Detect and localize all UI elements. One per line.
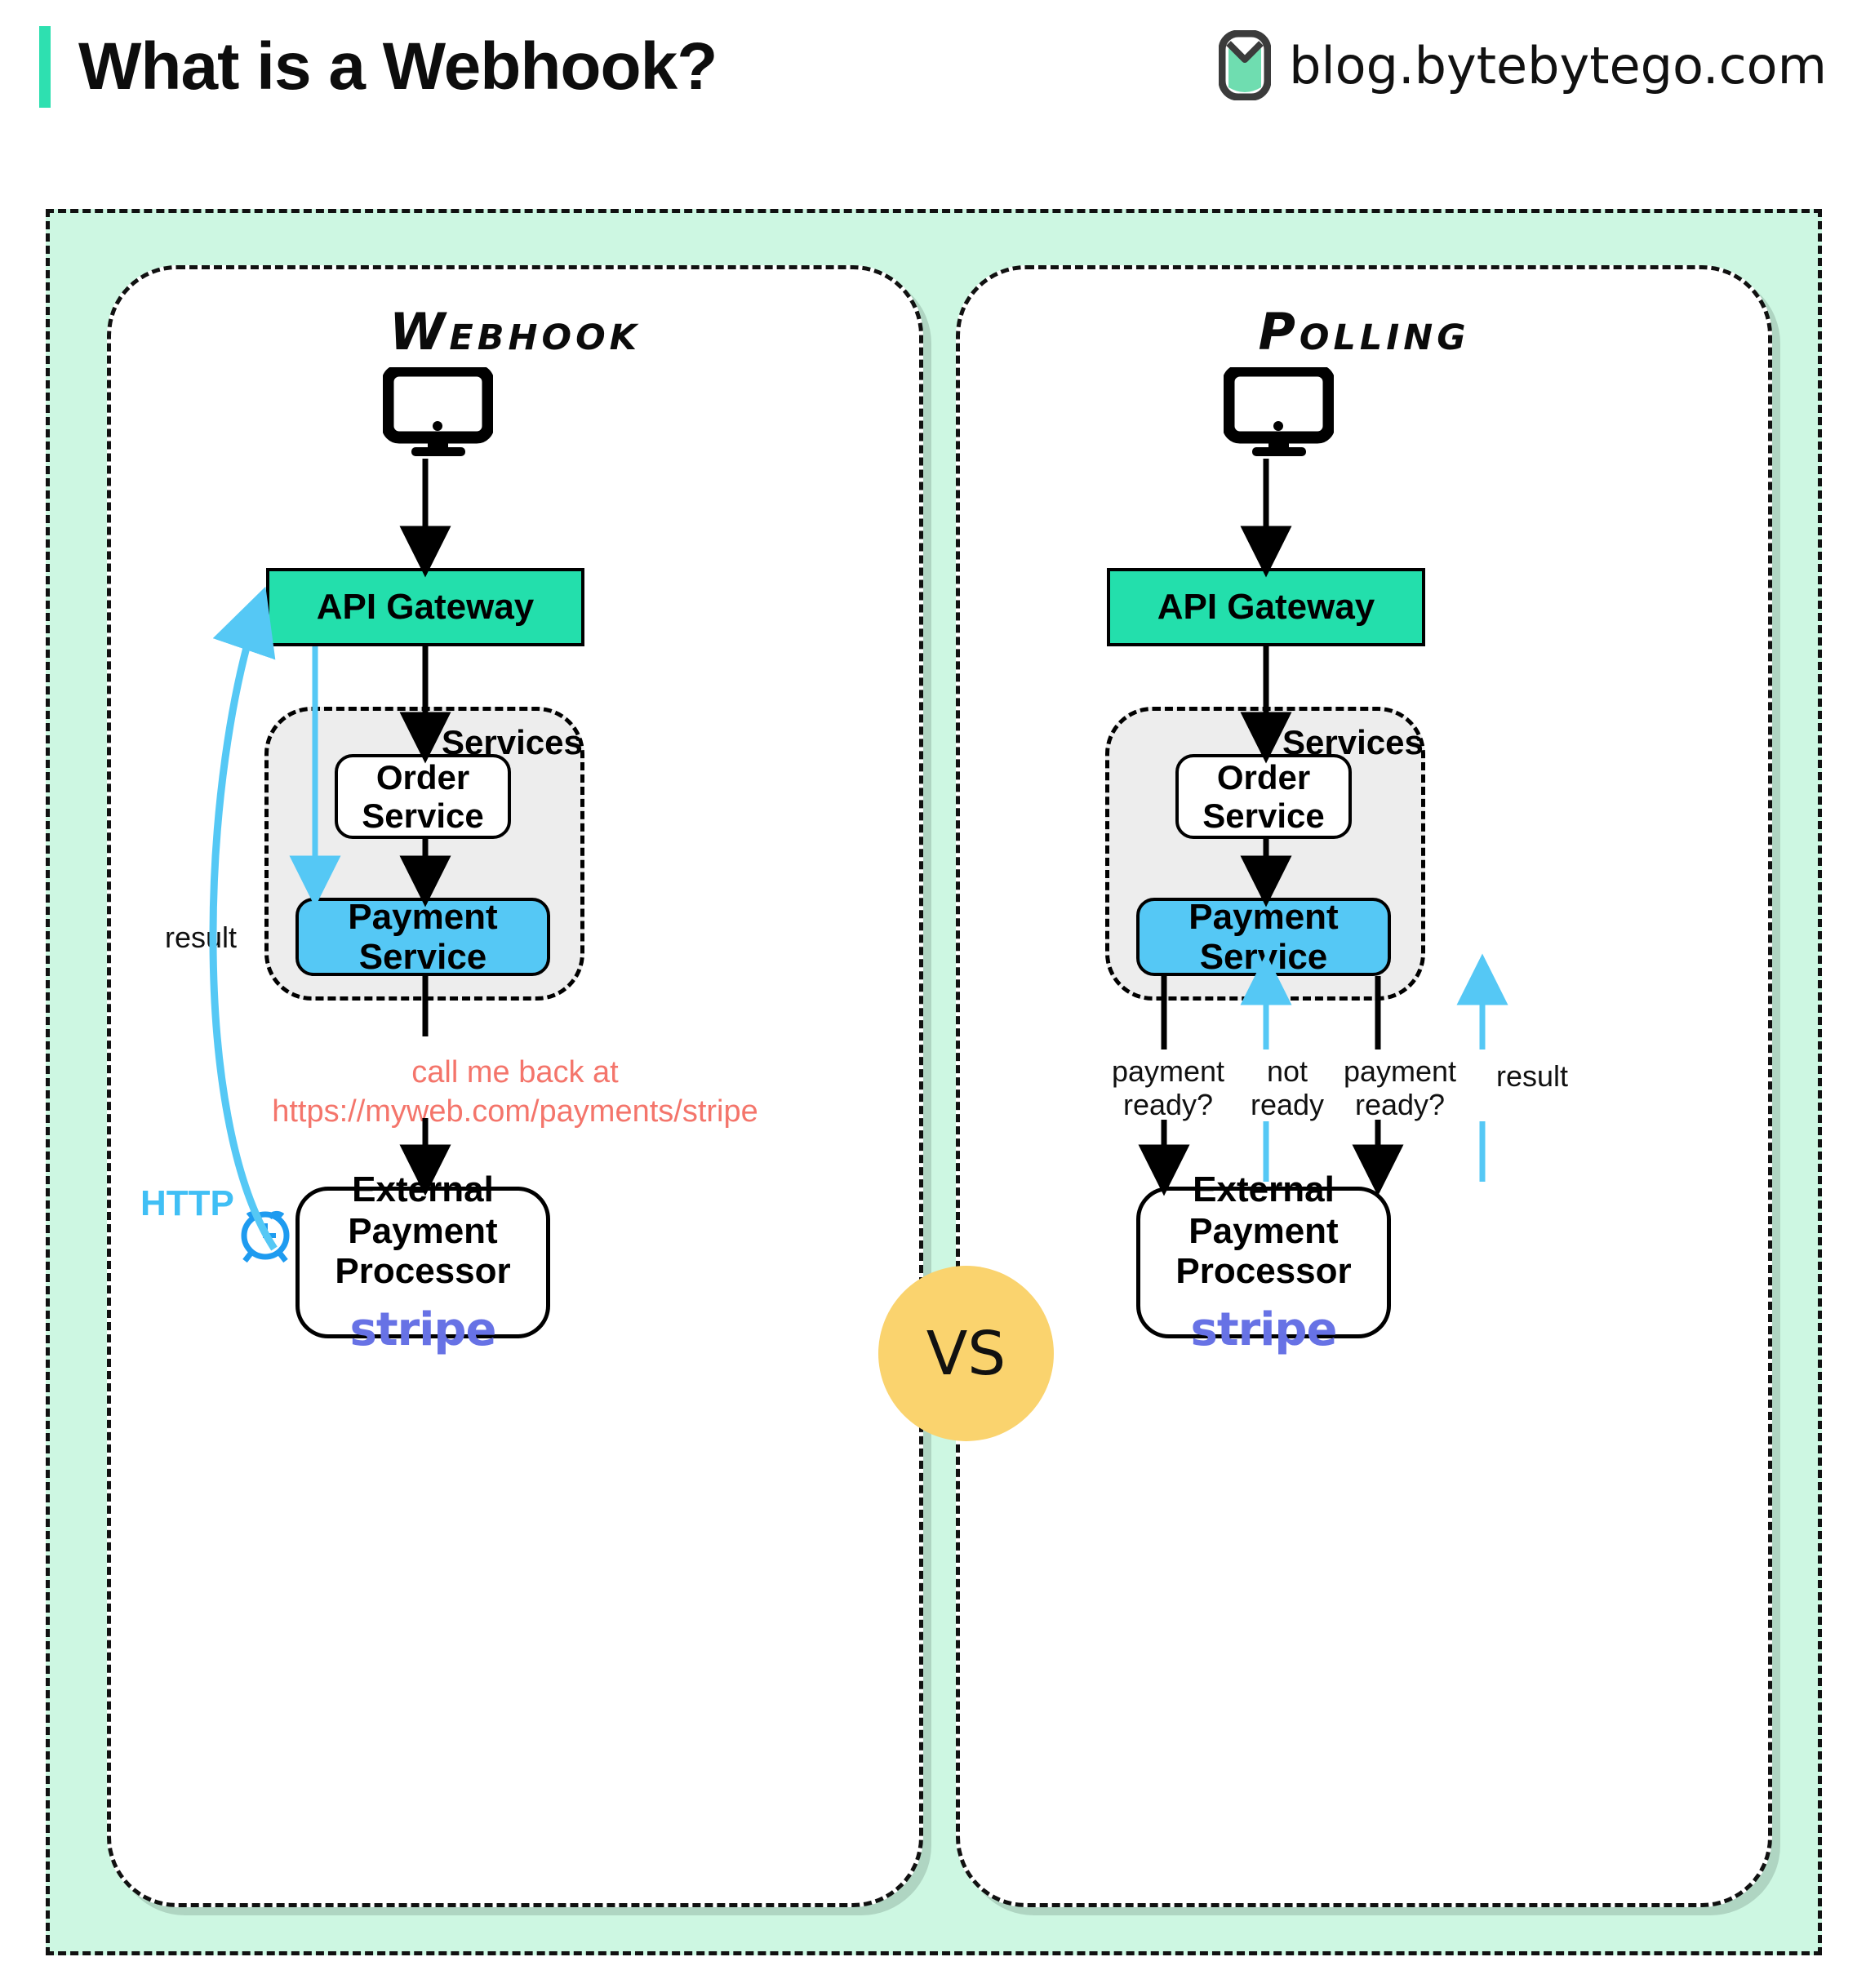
poll-label-1-line2: ready? xyxy=(1122,1088,1214,1122)
panel-title-webhook: Webhook xyxy=(389,302,641,362)
node-order-service-webhook[interactable]: Order Service xyxy=(335,754,511,839)
desktop-monitor-icon xyxy=(381,364,495,457)
stripe-logo: stripe xyxy=(1190,1302,1338,1356)
order-service-line2: Service xyxy=(1202,797,1325,835)
node-external-payment-processor-polling[interactable]: External Payment Processor stripe xyxy=(1136,1169,1391,1355)
panel-webhook: Webhook API Gateway Services Order Servi… xyxy=(107,265,923,1907)
brand-block: blog.bytebytego.com xyxy=(1218,24,1827,106)
diagram-stage: Webhook API Gateway Services Order Servi… xyxy=(46,209,1822,1955)
reply-label-not-ready: not ready xyxy=(1234,1054,1340,1121)
processor-line1: External xyxy=(352,1169,494,1209)
poll-label-1: payment ready? xyxy=(1091,1054,1246,1121)
desktop-monitor-icon xyxy=(1222,364,1335,457)
node-order-service-polling[interactable]: Order Service xyxy=(1175,754,1352,839)
poll-label-2-line2: ready? xyxy=(1354,1088,1446,1122)
callback-annotation-line2: https://myweb.com/payments/stripe xyxy=(272,1094,758,1129)
node-payment-service-polling[interactable]: Payment Service xyxy=(1136,897,1391,977)
order-service-line1: Order xyxy=(375,757,470,797)
reply-label-line1: not xyxy=(1266,1054,1308,1088)
node-payment-service-webhook[interactable]: Payment Service xyxy=(295,897,550,977)
page-header: What is a Webhook? blog.bytebytego.com xyxy=(0,0,1866,139)
panel-title-polling: Polling xyxy=(1258,302,1470,362)
node-api-gateway-polling[interactable]: API Gateway xyxy=(1107,568,1425,646)
order-service-line1: Order xyxy=(1216,757,1311,797)
poll-label-1-line1: payment xyxy=(1111,1054,1225,1088)
poll-label-2-line1: payment xyxy=(1343,1054,1457,1088)
vs-badge: VS xyxy=(878,1266,1054,1441)
reply-label-line2: ready xyxy=(1250,1088,1325,1122)
result-label-webhook: result xyxy=(164,921,238,954)
page-title: What is a Webhook? xyxy=(78,29,718,104)
bytebytego-logo-icon xyxy=(1218,29,1272,101)
result-label-polling: result xyxy=(1495,1059,1569,1093)
processor-line1: External xyxy=(1193,1169,1335,1209)
title-accent-bar xyxy=(39,26,51,108)
processor-line2: Payment Processor xyxy=(1175,1211,1352,1292)
node-api-gateway-webhook[interactable]: API Gateway xyxy=(266,568,584,646)
panel-polling: Polling API Gateway Services Order Servi… xyxy=(956,265,1772,1907)
order-service-line2: Service xyxy=(362,797,484,835)
stripe-logo: stripe xyxy=(349,1302,497,1356)
poll-label-2: payment ready? xyxy=(1322,1054,1477,1121)
callback-annotation-line1: call me back at xyxy=(411,1055,619,1089)
alarm-clock-icon xyxy=(232,1200,299,1267)
processor-line2: Payment Processor xyxy=(335,1211,511,1292)
node-external-payment-processor-webhook[interactable]: External Payment Processor stripe xyxy=(295,1169,550,1355)
brand-name: blog.bytebytego.com xyxy=(1289,35,1827,95)
http-label: HTTP xyxy=(140,1183,234,1223)
